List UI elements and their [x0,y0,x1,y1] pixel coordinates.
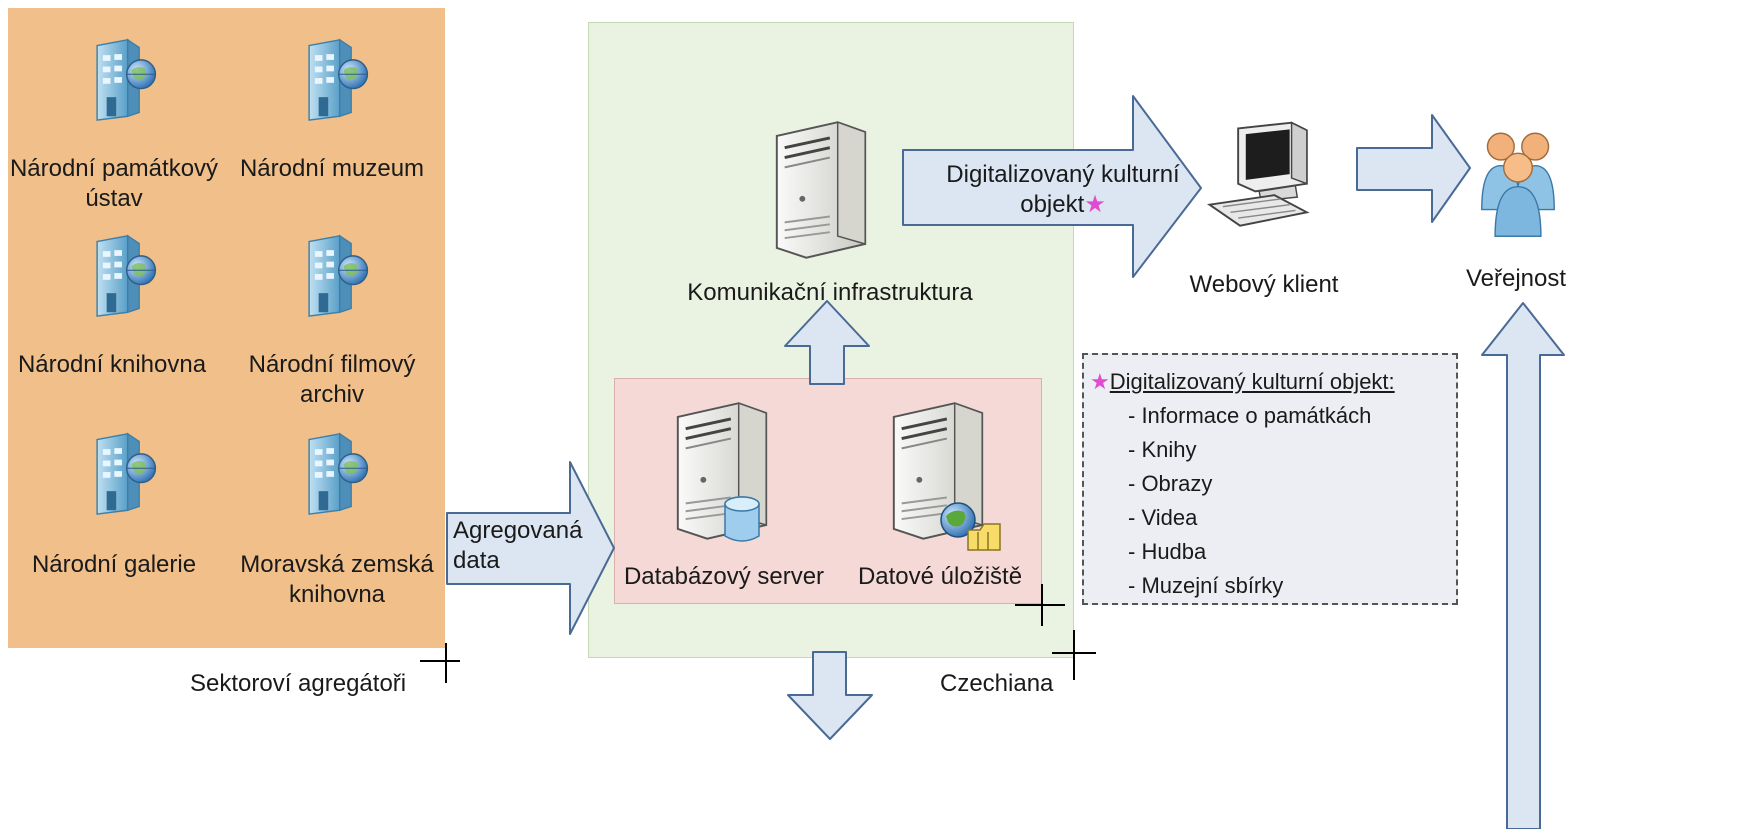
web-client-label: Webový klient [1189,271,1339,298]
star-icon: ★ [1084,191,1106,218]
folder-icon [967,523,1001,551]
sector-aggregators-panel [8,8,445,648]
arrow-czechiana-down [787,651,873,740]
server-icon [767,114,875,262]
corner-mark [420,660,460,662]
institution-label: Národní galerie [31,551,197,578]
arrow-client-to-public [1356,114,1471,223]
globe-icon [940,502,976,538]
legend: ★Digitalizovaný kulturní objekt: - Infor… [1082,353,1458,605]
computer-icon [1200,120,1324,236]
star-icon: ★ [1090,369,1110,394]
institution-label: Národní muzeum [239,155,425,182]
public-label: Veřejnost [1465,265,1567,292]
legend-item: - Videa [1128,505,1198,530]
arrow-up-to-public [1481,302,1565,829]
database-icon [724,496,760,542]
building-icon [290,232,376,318]
building-icon [290,430,376,516]
database-server-label: Databázový server [623,563,825,590]
communication-infrastructure-label: Komunikační infrastruktura [687,279,973,306]
legend-item: - Hudba [1128,539,1207,564]
legend-item: - Obrazy [1128,471,1213,496]
institution-label: Národní filmový archiv [248,351,416,408]
building-icon [78,232,164,318]
legend-title: ★Digitalizovaný kulturní objekt: [1084,355,1456,399]
legend-item: - Knihy [1128,437,1197,462]
corner-mark [1073,630,1075,680]
corner-mark [1015,604,1065,606]
sector-aggregators-caption: Sektoroví agregátoři [190,670,407,697]
institution-label: Národní knihovna [17,351,207,378]
legend-item: - Informace o památkách [1128,403,1372,428]
digitized-object-text: Digitalizovaný kulturní objekt [946,161,1180,218]
aggregated-data-label: Agregovaná data [453,517,583,574]
building-icon [78,430,164,516]
arrow-aggregated-data [446,461,615,635]
czechiana-caption: Czechiana [940,670,1054,697]
corner-mark [1041,584,1043,626]
legend-title-text: Digitalizovaný kulturní objekt: [1109,369,1395,394]
digitized-object-flow-label: Digitalizovaný kulturní objekt★ [933,160,1193,220]
institution-label: Moravská zemská knihovna [240,551,434,608]
people-icon [1470,118,1566,242]
corner-mark [445,643,447,683]
arrow-storage-up [784,300,870,385]
building-icon [290,36,376,122]
arrow-to-client [902,95,1202,278]
data-storage-label: Datové úložiště [857,563,1023,590]
institution-label: Národní památkový ústav [9,155,219,212]
building-icon [78,36,164,122]
legend-item: - Muzejní sbírky [1128,573,1284,598]
